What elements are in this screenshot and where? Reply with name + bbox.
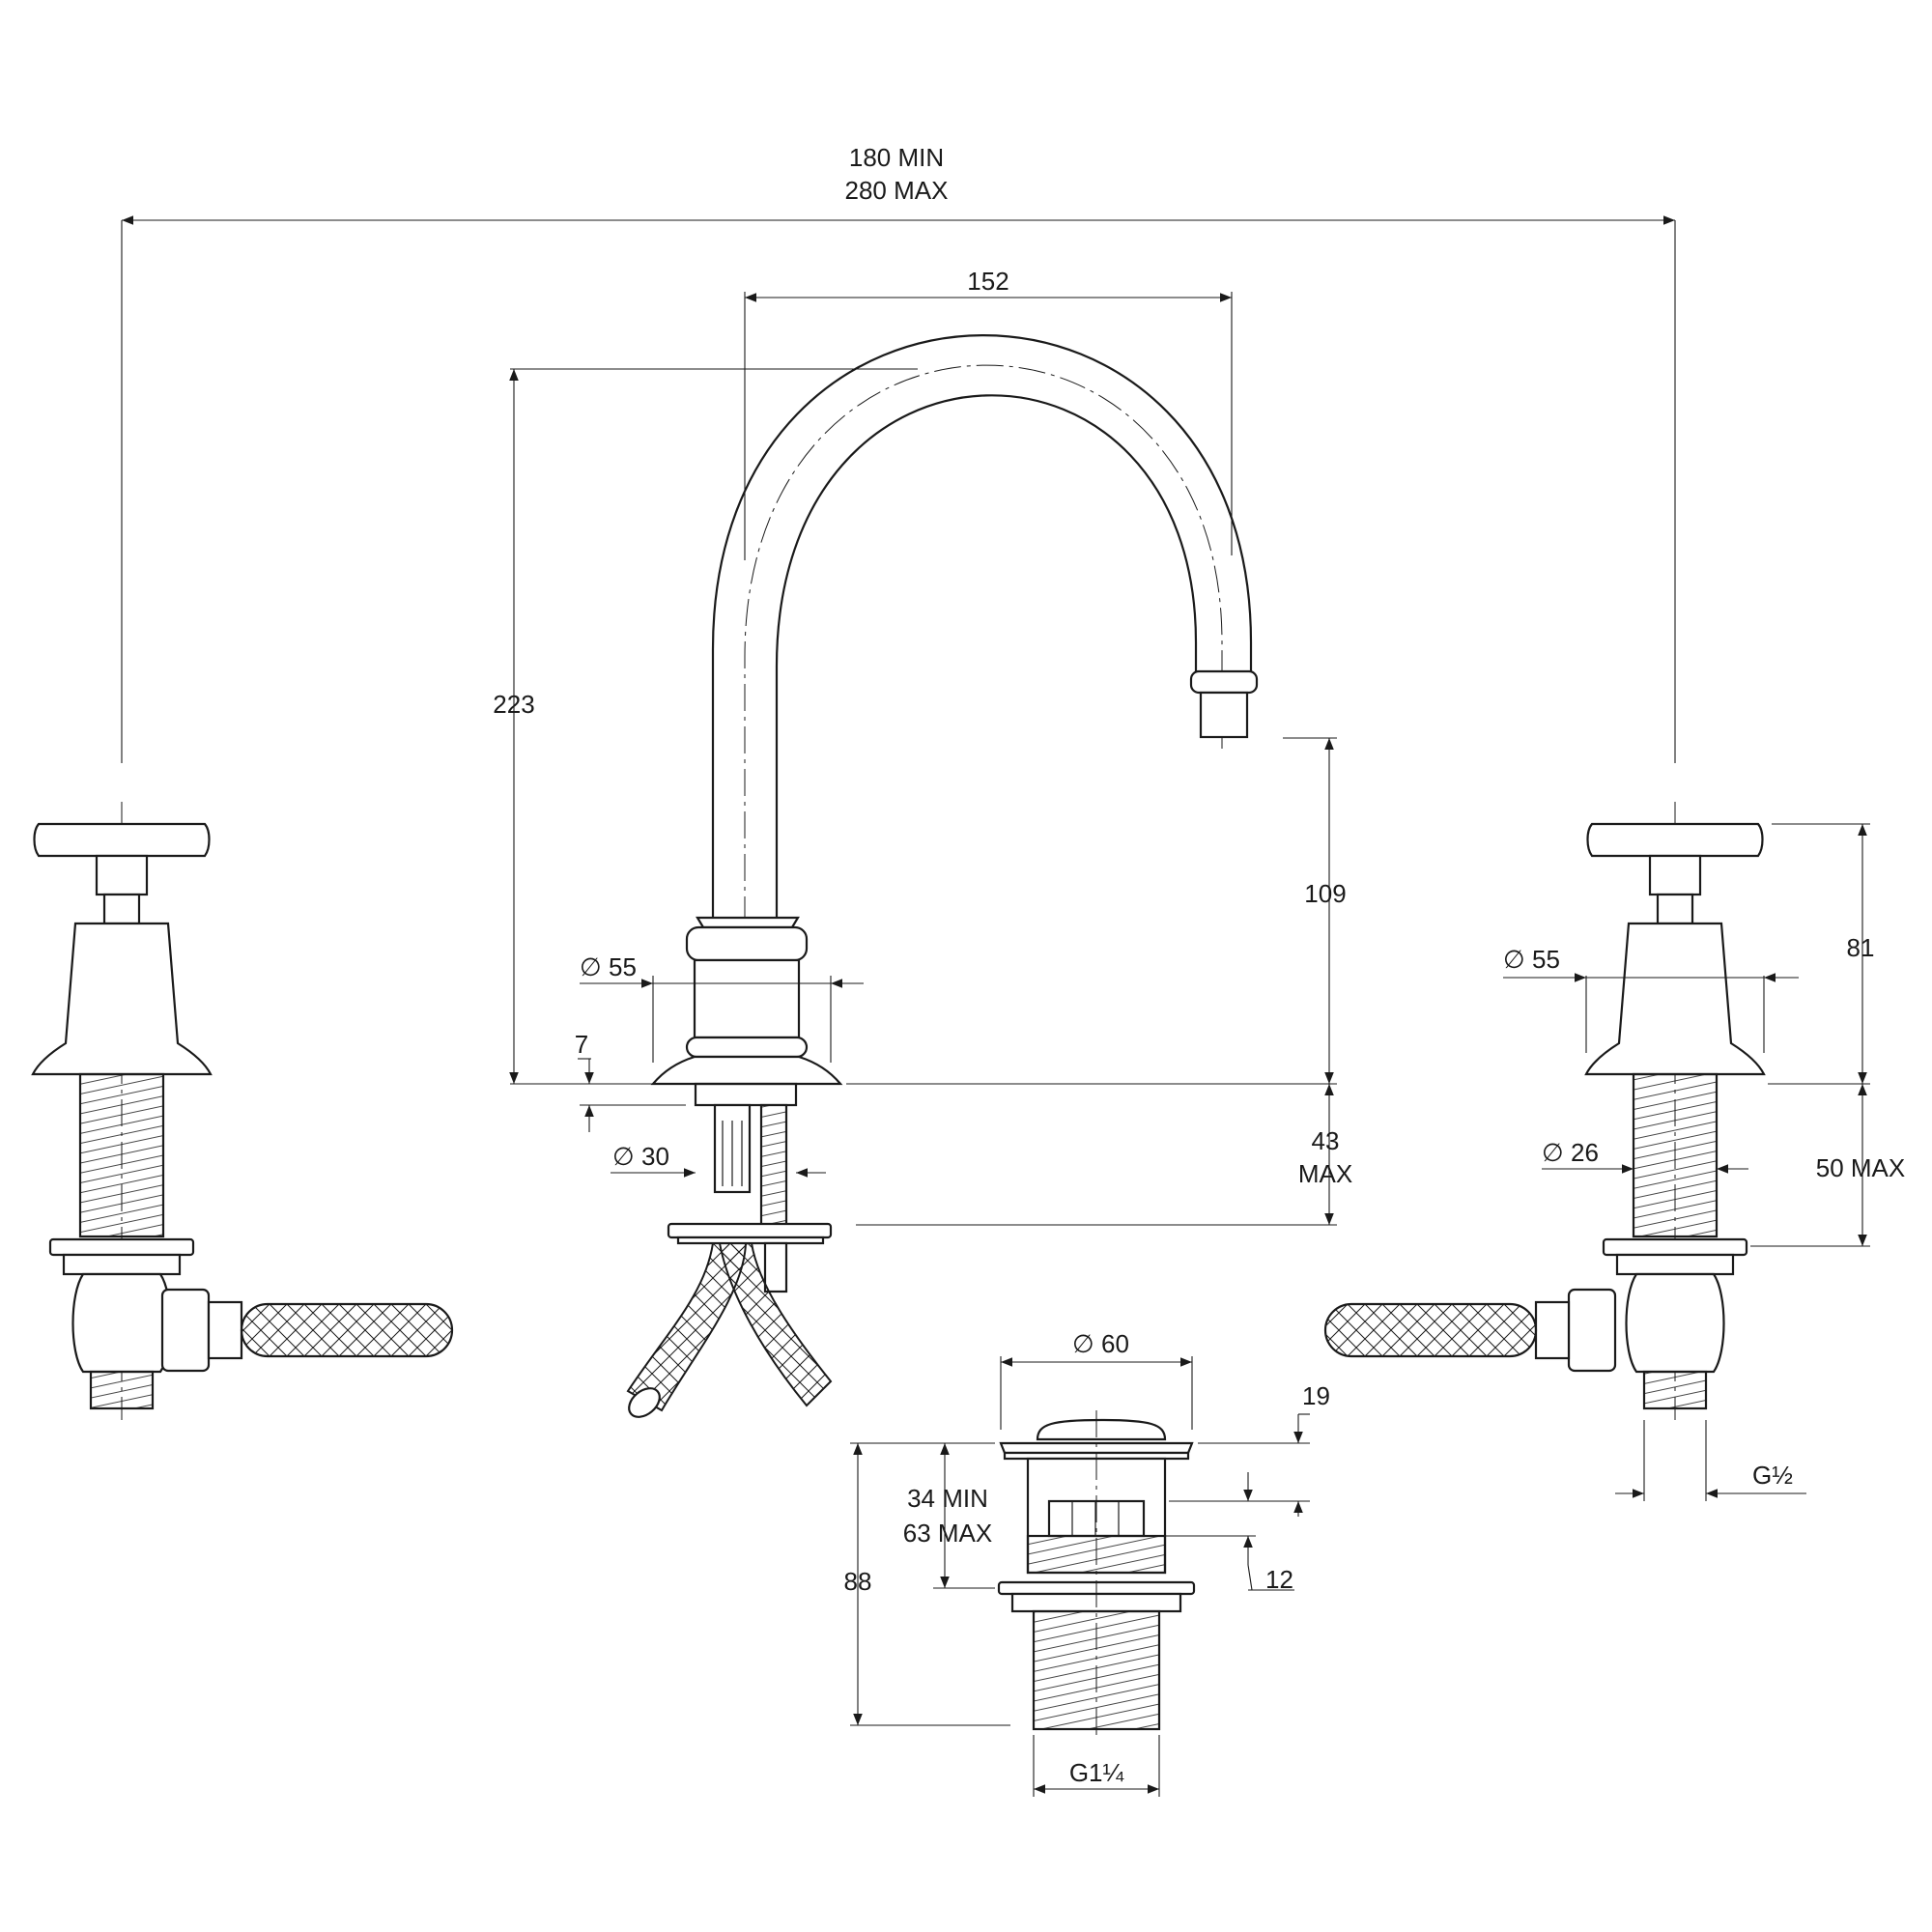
label-waste-range-max: 63 MAX (903, 1519, 993, 1548)
handle-left-braided-hose (240, 1302, 454, 1358)
handle-left-hose-ferrule (207, 1300, 243, 1360)
handle-left-assembly (31, 802, 454, 1420)
handle-left-stem (95, 854, 149, 896)
handle-left-threaded-shank (78, 1072, 165, 1238)
handle-left-valve-body (71, 1272, 172, 1374)
label-handle-base-dia: 55 (1532, 945, 1560, 974)
label-spout-deck-max-1: 43 (1312, 1126, 1340, 1155)
waste-assembly (997, 1410, 1196, 1739)
spout-aerator (1199, 691, 1249, 739)
handle-right-hose-ferrule (1534, 1300, 1571, 1360)
label-waste-top: 19 (1302, 1381, 1330, 1410)
waste-plug-cap (1036, 1418, 1167, 1441)
label-flange-thickness: 7 (575, 1030, 588, 1059)
handle-right-valve-body (1625, 1272, 1725, 1374)
handle-left-cross (33, 822, 211, 858)
label-spout-base-dia: 55 (609, 952, 637, 981)
label-overall-height: 223 (493, 690, 534, 719)
label-overall-width-min: 180 MIN (849, 143, 944, 172)
spout-hose-right (718, 1242, 833, 1407)
handle-right-assembly (1323, 802, 1766, 1420)
label-handle-base-dia-symbol: ∅ (1503, 945, 1525, 974)
handle-left-elbow-nut (160, 1288, 211, 1373)
spout-collar (696, 916, 800, 929)
spout-base-flange (650, 1055, 843, 1086)
handle-right-backnut (1602, 1237, 1748, 1257)
label-handle-shank-dia-symbol: ∅ (1542, 1138, 1564, 1167)
dimension-labels: 180 MIN 280 MAX 152 223 109 7 ∅ 55 ∅ 30 … (493, 143, 1905, 1787)
label-spout-base-dia-symbol: ∅ (580, 952, 602, 981)
spout-ring-upper (685, 925, 809, 962)
spout-ring-lower (685, 1036, 809, 1059)
handle-right-inlet-thread (1642, 1370, 1708, 1410)
spout-aerator-ring (1189, 669, 1259, 695)
spout-stud-end (763, 1241, 788, 1293)
spout-assembly (626, 334, 1259, 1418)
handle-right-cross (1586, 822, 1764, 858)
label-spout-shank-dia-symbol: ∅ (612, 1142, 635, 1171)
handle-left-nut (62, 1253, 182, 1276)
handle-right-spindle (1656, 893, 1694, 925)
handle-right-threaded-shank (1632, 1072, 1719, 1238)
label-overall-width-max: 280 MAX (845, 176, 949, 205)
handle-left-body (31, 922, 213, 1076)
dimension-lines (121, 215, 1870, 1797)
handle-right-braided-hose (1323, 1302, 1538, 1358)
handle-right-stem (1648, 854, 1702, 896)
label-spout-deck-max-2: MAX (1298, 1159, 1352, 1188)
label-handle-shank-dia: 26 (1571, 1138, 1599, 1167)
label-waste-dia-symbol: ∅ (1072, 1329, 1094, 1358)
label-waste-dia: 60 (1101, 1329, 1129, 1358)
label-spout-reach: 152 (967, 267, 1009, 296)
spout-body (693, 958, 801, 1039)
handle-left-inlet-thread (89, 1370, 155, 1410)
spout-hose-left-end (628, 1387, 661, 1418)
label-waste-slot: 12 (1265, 1565, 1293, 1594)
label-waste-height: 88 (844, 1567, 872, 1596)
spout-backnut-plate (667, 1222, 833, 1239)
spout-shank-top (694, 1082, 798, 1107)
handle-right-nut (1615, 1253, 1735, 1276)
label-spout-clearance: 109 (1304, 879, 1346, 908)
label-handle-deck-max: 50 MAX (1816, 1153, 1906, 1182)
label-waste-thread: G1¼ (1069, 1758, 1124, 1787)
label-spout-shank-dia: 30 (641, 1142, 669, 1171)
handle-right-elbow-nut (1567, 1288, 1617, 1373)
label-handle-height: 81 (1847, 933, 1875, 962)
handle-left-spindle (102, 893, 141, 925)
handle-left-backnut (48, 1237, 195, 1257)
label-inlet-thread: G½ (1752, 1461, 1793, 1490)
label-waste-range-min: 34 MIN (907, 1484, 988, 1513)
handle-right-body (1584, 922, 1766, 1076)
